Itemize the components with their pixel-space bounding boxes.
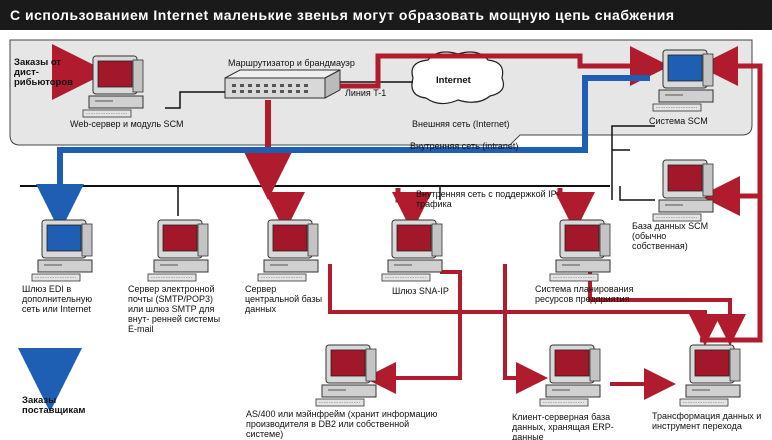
transformation-label: Трансформация данных и инструмент перехо… — [652, 411, 762, 431]
sna-clientdb-arrow — [503, 264, 548, 394]
router-label: Маршрутизатор и брандмауэр — [228, 58, 355, 68]
web-router-link — [165, 91, 225, 109]
bus-arrow-sna — [392, 188, 432, 232]
bus-arrow-erp — [555, 188, 595, 232]
internal-net-label: Внутренняя сеть (intranet) — [410, 141, 519, 151]
pc-transformation-icon — [679, 344, 741, 407]
sna-mainframe-arrow — [364, 270, 462, 394]
edi-gateway-label: Шлюз EDI в дополнительную сеть или Inter… — [22, 284, 93, 314]
distributor-orders-label: Заказы от дист- рибьюторов — [14, 57, 74, 88]
diagram-title: С использованием Internet маленькие звен… — [0, 0, 772, 30]
bus-drops — [177, 125, 655, 216]
pc-db-server-icon — [257, 219, 319, 282]
pc-client-db-icon — [539, 344, 601, 407]
ip-net-label: Внутренняя сеть с поддержкой IP-трафика — [416, 189, 560, 209]
mainframe-label: AS/400 или мэйнфрейм (хранит информацию … — [246, 409, 438, 439]
router-icon — [224, 69, 341, 99]
right-loop-top — [698, 46, 763, 196]
mail-server-label: Сервер электронной почты (SMTP/POP3) или… — [128, 284, 221, 334]
scm-db-label: База данных SCM (обычно собственная) — [632, 221, 709, 251]
external-net-label: Внешняя сеть (Internet) — [412, 119, 510, 129]
sna-gateway-label: Шлюз SNA-IP — [392, 286, 449, 296]
cloud-label: Internet — [436, 75, 471, 86]
erp-transform-arrow — [588, 272, 746, 346]
t1-label: Линия T-1 — [345, 88, 387, 98]
pc-erp-planning-icon — [549, 219, 611, 282]
erp-planning-label: Система планирования ресурсов предприяти… — [535, 284, 634, 304]
web-server-label: Web-сервер и модуль SCM — [70, 119, 184, 129]
pc-mainframe-icon — [315, 344, 377, 407]
pc-edi-gateway-icon — [31, 219, 93, 282]
pc-mail-server-icon — [147, 219, 209, 282]
client-db-label: Клиент-серверная база данных, хранящая E… — [512, 412, 614, 440]
scm-system-label: Система SCM — [649, 116, 708, 126]
supplier-orders-label: Заказы поставщикам — [22, 395, 86, 416]
scm-edi-arrow — [36, 75, 650, 232]
external-zone — [9, 39, 753, 146]
router-scm-arrow — [340, 46, 670, 89]
pc-sna-gateway-icon — [381, 219, 443, 282]
db-server-label: Сервер центральной базы данных — [245, 284, 323, 314]
pc-scm-db-icon — [652, 159, 714, 222]
db-transform-arrow — [328, 264, 721, 346]
